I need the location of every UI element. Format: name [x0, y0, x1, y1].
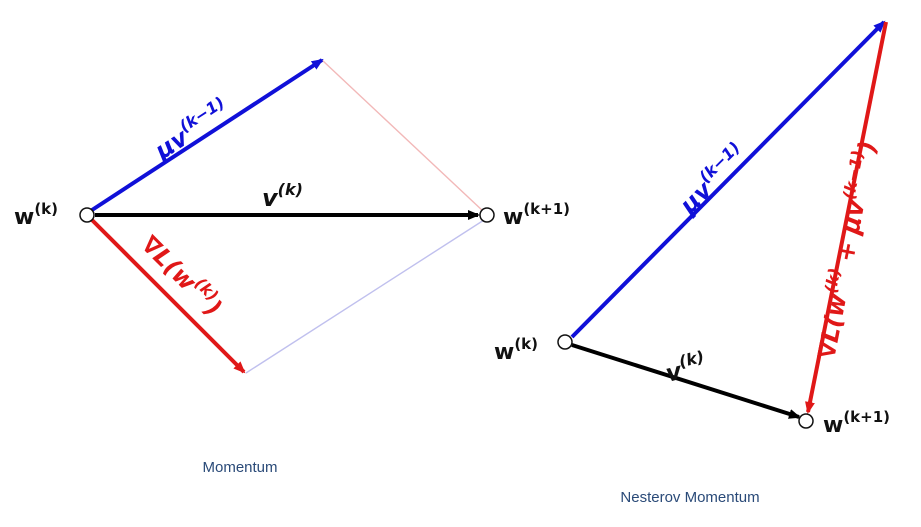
momentum-helper-edge-blue [245, 219, 485, 374]
momentum-caption: Momentum [202, 459, 277, 476]
label-w-k: w(k) [14, 200, 58, 230]
gradient-vector-label: ∇L(w(k)) [136, 228, 230, 322]
momentum-vector-arrow [90, 58, 324, 212]
momentum-vector-label: μv(k−1) [147, 93, 235, 166]
nesterov-label-w-k-plus-1: w(k+1) [823, 408, 890, 438]
nesterov-caption: Nesterov Momentum [620, 489, 759, 506]
nesterov-momentum-vector-arrow [570, 20, 886, 339]
nesterov-velocity-vector-label: v(k) [662, 347, 709, 388]
nesterov-point-w-k [557, 334, 573, 350]
label-w-k-plus-1: w(k+1) [503, 200, 570, 230]
nesterov-label-w-k: w(k) [494, 335, 538, 365]
gradient-vector-arrow [90, 218, 246, 374]
nesterov-gradient-vector-label: ∇L(w(k) + μv(k−1)) [808, 138, 882, 361]
nesterov-momentum-vector-label: μv(k−1) [671, 138, 753, 220]
point-w-k [79, 207, 95, 223]
momentum-helper-edge-red [321, 59, 485, 213]
velocity-vector-label: v(k) [262, 180, 303, 212]
momentum-panel: w(k) w(k+1) μv(k−1) v(k) ∇L(w(k)) Moment… [14, 58, 570, 476]
point-w-k-plus-1 [479, 207, 495, 223]
nesterov-gradient-vector-arrow [805, 21, 888, 414]
nesterov-point-w-k-plus-1 [798, 413, 814, 429]
nesterov-panel: w(k) w(k+1) μv(k−1) v(k) ∇L(w(k) + μv(k−… [494, 20, 890, 506]
nesterov-velocity-vector-arrow [571, 343, 801, 419]
